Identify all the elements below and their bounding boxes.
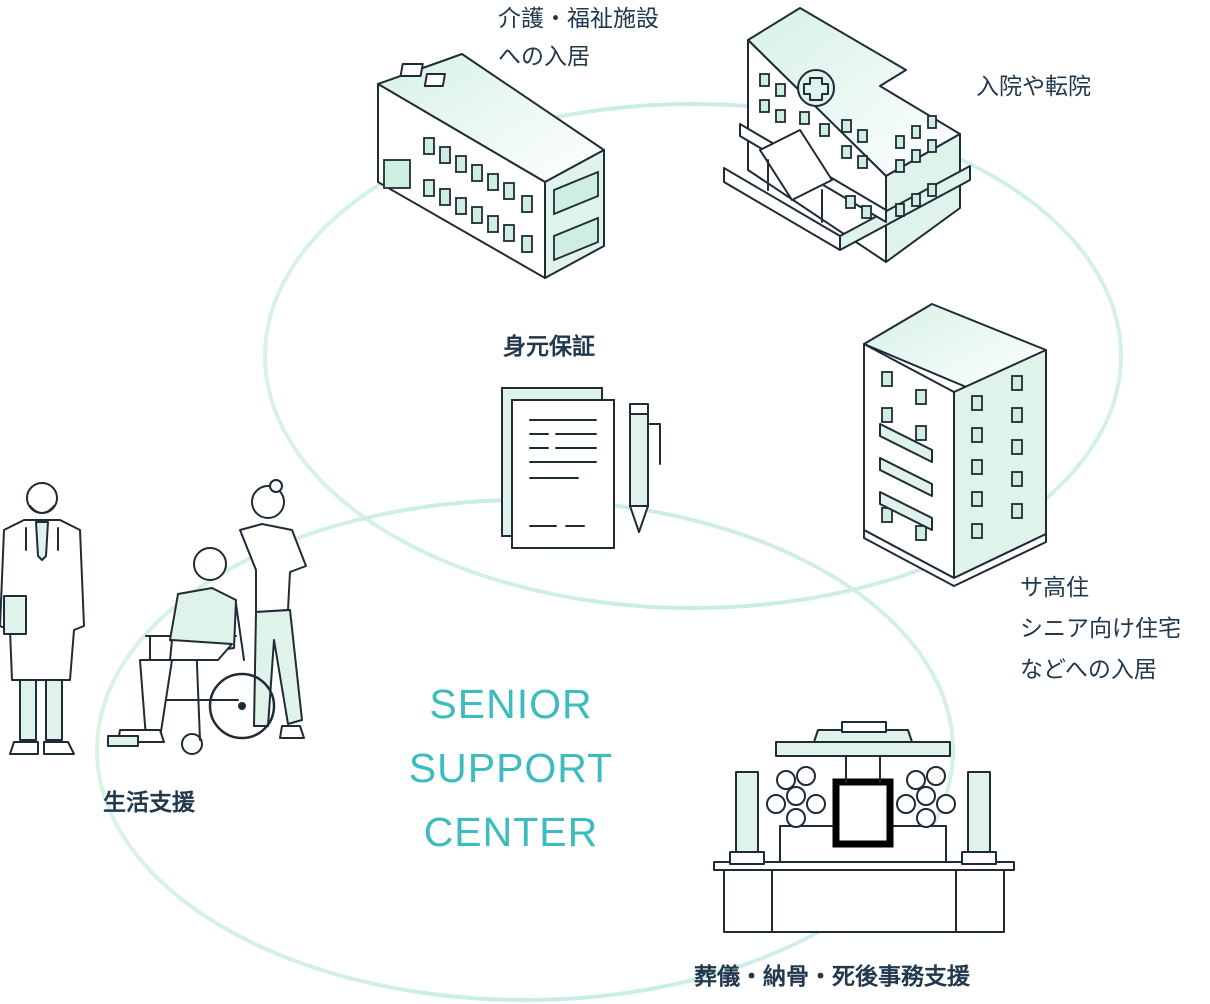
care-facility-label-line1: 介護・福祉施設 — [498, 6, 659, 32]
housing-label-line1: サ高住 — [1020, 575, 1089, 601]
apartment-building-icon — [863, 303, 1047, 587]
housing-label-line3: などへの入居 — [1020, 657, 1157, 683]
housing-label-line2: シニア向け住宅 — [1020, 616, 1181, 642]
document-pen-icon — [501, 387, 661, 549]
guarantee-label-text: 身元保証 — [503, 334, 595, 360]
caregivers-wheelchair-icon — [0, 479, 307, 755]
life-support-label-text: 生活支援 — [103, 790, 195, 816]
center-title: SENIOR SUPPORT CENTER — [395, 672, 627, 864]
upper-ring — [263, 102, 1123, 610]
funeral-label-text: 葬儀・納骨・死後事務支援 — [694, 964, 970, 990]
center-title-line2: SUPPORT — [408, 745, 614, 791]
center-title-line3: CENTER — [423, 809, 599, 855]
funeral-label: 葬儀・納骨・死後事務支援 — [694, 958, 970, 996]
care-facility-building-icon — [377, 53, 605, 279]
guarantee-label: 身元保証 — [503, 328, 595, 366]
care-facility-label: 介護・福祉施設 への入居 — [498, 0, 659, 76]
hospital-building-icon — [723, 7, 971, 263]
housing-label: サ高住 シニア向け住宅 などへの入居 — [1020, 568, 1181, 691]
hospital-label: 入院や転院 — [976, 68, 1091, 106]
life-support-label: 生活支援 — [103, 784, 195, 822]
care-facility-label-line2: への入居 — [498, 44, 590, 70]
hospital-label-text: 入院や転院 — [976, 74, 1091, 100]
funeral-altar-icon — [713, 721, 1015, 933]
center-title-line1: SENIOR — [429, 681, 593, 727]
